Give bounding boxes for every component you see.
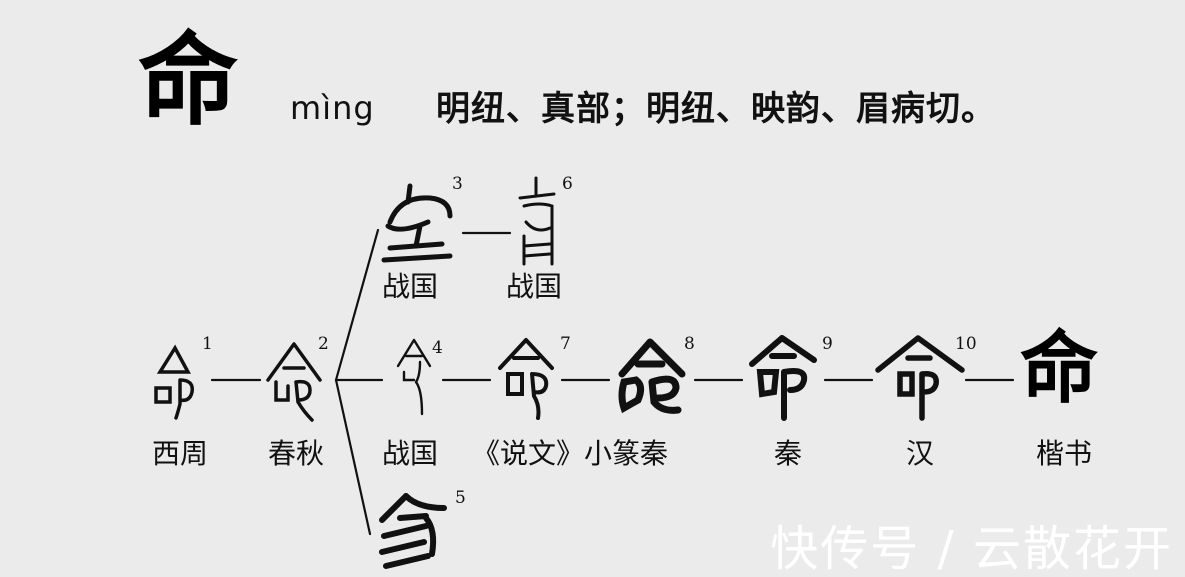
- label-2: 春秋: [268, 437, 325, 470]
- superscript-2: 2: [318, 334, 329, 354]
- glyph-5-warring-states: [378, 490, 454, 570]
- superscript-10: 10: [955, 334, 977, 354]
- glyph-9-qin: [748, 334, 818, 421]
- label-9: 秦: [774, 437, 803, 470]
- superscript-9: 9: [822, 334, 833, 354]
- label-8: 秦: [640, 437, 669, 470]
- glyph-2-spring-autumn: [264, 338, 324, 422]
- superscript-7: 7: [560, 334, 571, 354]
- glyph-7-shuowen-seal: [496, 334, 556, 420]
- superscript-1: 1: [202, 334, 213, 354]
- label-7: 《说文》小篆: [472, 437, 641, 470]
- phonology-note: 明纽、真部；明纽、映韵、眉病切。: [436, 89, 996, 129]
- glyph-10-han: [874, 334, 966, 421]
- label-1: 西周: [152, 437, 209, 470]
- superscript-3: 3: [452, 174, 463, 194]
- label-6: 战国: [506, 270, 563, 303]
- superscript-6: 6: [562, 174, 573, 194]
- pinyin: mìng: [290, 89, 375, 127]
- superscript-5: 5: [455, 488, 466, 508]
- head-character: 命: [138, 21, 238, 139]
- glyph-8-qin: [616, 336, 688, 416]
- glyph-3-warring-states: [380, 182, 458, 266]
- label-10: 汉: [906, 437, 935, 470]
- glyph-11-regular-script: 命: [1020, 323, 1099, 414]
- glyph-1-western-zhou: [150, 340, 200, 420]
- superscript-4: 4: [432, 338, 443, 358]
- watermark: 快传号 / 云散花开: [770, 521, 1173, 577]
- superscript-8: 8: [684, 334, 695, 354]
- label-3: 战国: [382, 270, 439, 303]
- label-11: 楷书: [1036, 437, 1093, 470]
- glyph-6-warring-states: [516, 176, 562, 266]
- label-4: 战国: [382, 437, 439, 470]
- glyph-4-warring-states: [392, 336, 436, 416]
